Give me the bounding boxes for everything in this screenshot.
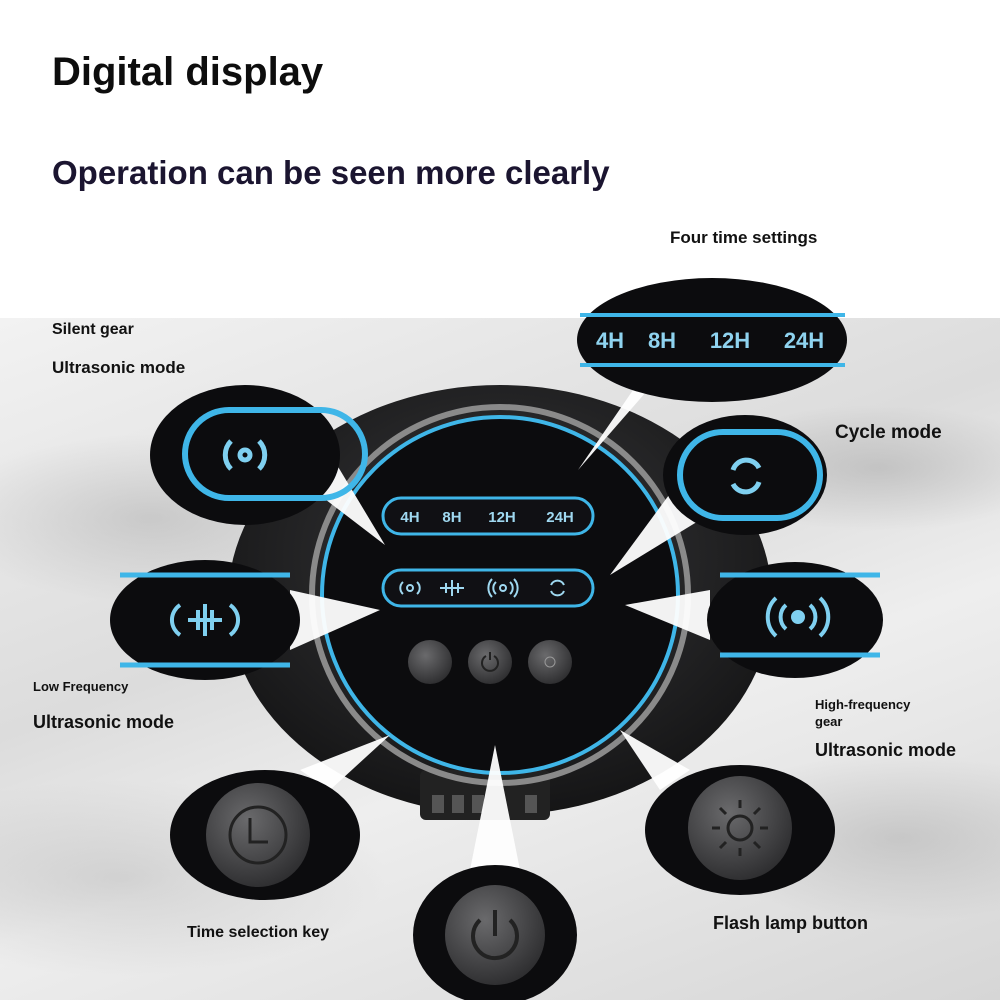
svg-text:24H: 24H [784, 328, 824, 353]
power-icon [471, 910, 519, 961]
sun-icon [712, 800, 768, 856]
callout-low-frequency [110, 560, 300, 680]
sun-icon [544, 656, 556, 668]
callout-high-frequency [707, 562, 883, 678]
time-option: 4H [400, 509, 419, 526]
power-button[interactable] [468, 640, 512, 684]
cycle-icon [730, 457, 762, 495]
callout-power [413, 865, 577, 1000]
callout-cycle [663, 415, 827, 535]
label-time-selection-key: Time selection key [187, 924, 329, 941]
cycle-icon [550, 579, 565, 597]
label-four-time-settings: Four time settings [670, 228, 818, 247]
label-low-ultrasonic: Ultrasonic mode [33, 712, 175, 732]
time-settings-pill: 4H 8H 12H 24H [381, 496, 595, 536]
power-icon [481, 652, 499, 672]
mode-pill [381, 568, 595, 608]
time-option: 12H [488, 509, 516, 526]
label-silent-ultrasonic: Ultrasonic mode [52, 358, 186, 377]
label-low-frequency: Low Frequency [33, 679, 129, 694]
callout-flash [645, 765, 835, 895]
label-cycle-mode: Cycle mode [835, 422, 942, 443]
page-subtitle: Operation can be seen more clearly [52, 154, 610, 191]
clock-icon [228, 805, 288, 865]
high-frequency-icon [765, 596, 831, 638]
svg-text:12H: 12H [710, 328, 750, 353]
label-flash-lamp-button: Flash lamp button [713, 913, 868, 933]
time-button[interactable] [408, 640, 452, 684]
svg-text:8H: 8H [648, 328, 676, 353]
low-frequency-icon [170, 603, 240, 637]
label-high-ultrasonic: Ultrasonic mode [815, 740, 957, 760]
high-frequency-icon [487, 578, 519, 598]
low-frequency-icon [440, 580, 464, 596]
label-high-frequency: High-frequency [815, 697, 911, 712]
callout-silent [150, 385, 368, 525]
device-buttons [408, 640, 572, 684]
svg-text:4H: 4H [596, 328, 624, 353]
label-high-gear: gear [815, 714, 843, 729]
silent-mode-icon [222, 439, 268, 471]
silent-mode-icon [399, 581, 421, 595]
label-silent-gear: Silent gear [52, 321, 134, 338]
time-option: 8H [442, 509, 461, 526]
callout-time-settings: 4H 8H 12H 24H [577, 278, 847, 402]
time-option: 24H [546, 509, 574, 526]
page-title: Digital display [52, 50, 324, 94]
callout-time-key [170, 770, 360, 900]
flash-button[interactable] [528, 640, 572, 684]
